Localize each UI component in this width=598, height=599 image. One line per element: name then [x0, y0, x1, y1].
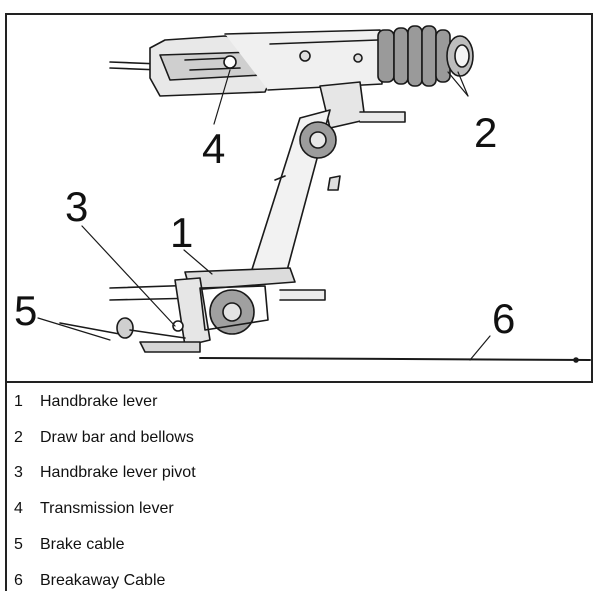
- legend-number: 3: [14, 464, 23, 482]
- legend-item: 1 Handbrake lever: [14, 384, 574, 420]
- legend-label: Breakaway Cable: [40, 571, 166, 589]
- legend-item: 6 Breakaway Cable: [14, 563, 574, 599]
- legend-item: 5 Brake cable: [14, 527, 574, 563]
- breakaway-cable: [199, 357, 591, 361]
- leader-4: [213, 69, 231, 125]
- callout-3: 3: [65, 183, 89, 230]
- bellows: [377, 25, 451, 87]
- leader-5: [37, 317, 111, 341]
- legend-left-rule: [5, 383, 7, 591]
- leader-2b: [447, 71, 469, 97]
- callout-5: 5: [14, 287, 38, 334]
- legend: 1 Handbrake lever 2 Draw bar and bellows…: [14, 384, 574, 599]
- callout-6: 6: [492, 295, 516, 342]
- legend-label: Handbrake lever pivot: [40, 464, 196, 482]
- leader-6: [469, 335, 491, 361]
- legend-number: 1: [14, 392, 23, 410]
- callout-4: 4: [202, 125, 226, 172]
- frame-divider: [5, 381, 593, 383]
- leader-2a: [457, 71, 469, 97]
- legend-number: 6: [14, 571, 23, 589]
- legend-item: 4 Transmission lever: [14, 491, 574, 527]
- callout-1: 1: [170, 209, 194, 256]
- legend-label: Handbrake lever: [40, 392, 158, 410]
- leader-3: [81, 225, 176, 327]
- brake-cable: [59, 322, 126, 336]
- legend-label: Draw bar and bellows: [40, 428, 194, 446]
- mechanism-illustration: [37, 25, 591, 363]
- callout-2: 2: [474, 109, 498, 156]
- illustration-frame: [5, 13, 593, 383]
- legend-number: 2: [14, 428, 23, 446]
- leader-1: [183, 249, 213, 275]
- legend-item: 2 Draw bar and bellows: [14, 420, 574, 456]
- legend-number: 5: [14, 536, 23, 554]
- legend-item: 3 Handbrake lever pivot: [14, 456, 574, 492]
- legend-label: Transmission lever: [40, 500, 174, 518]
- legend-number: 4: [14, 500, 23, 518]
- legend-label: Brake cable: [40, 536, 125, 554]
